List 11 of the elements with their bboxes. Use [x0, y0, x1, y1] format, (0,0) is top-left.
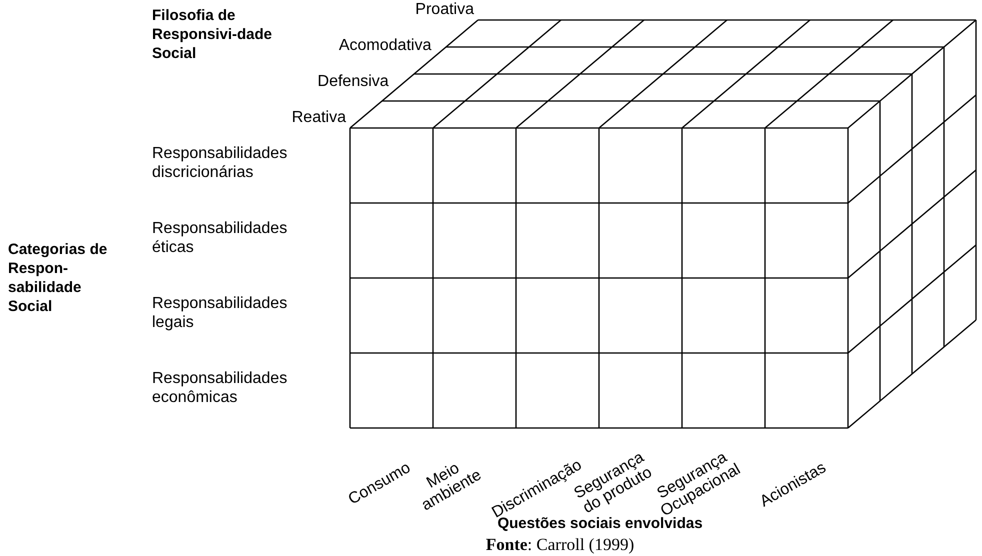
axis-label: Proativa: [415, 0, 474, 19]
axis-label: Responsabilidades econômicas: [152, 369, 288, 407]
axis-label: Filosofia de Responsivi-dade Social: [152, 6, 274, 63]
axis-label: Acomodativa: [338, 36, 432, 55]
axis-label: Responsabilidades legais: [152, 294, 288, 332]
axis-label: Categorias de Respon-sabilidade Social: [8, 240, 108, 316]
axis-label: Reativa: [292, 108, 346, 127]
source-caption: Fonte: Carroll (1999): [486, 535, 634, 554]
axis-label: Responsabilidades discricionárias: [152, 144, 288, 182]
axis-label: Responsabilidades éticas: [152, 219, 288, 257]
axis-label: Defensiva: [318, 72, 389, 91]
